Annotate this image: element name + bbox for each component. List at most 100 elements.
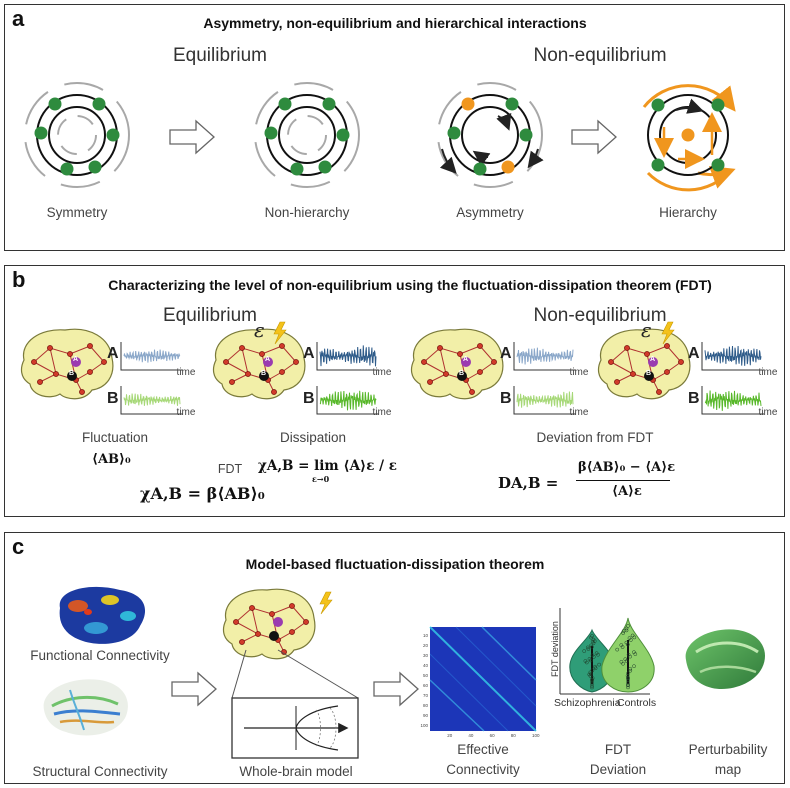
- matrix-ytick-20: 20: [422, 643, 428, 648]
- violin-ylabel: FDT deviation: [550, 621, 560, 677]
- bolt-model: [319, 591, 333, 615]
- matrix-ytick-60: 60: [422, 683, 428, 688]
- violin-point: [597, 662, 601, 667]
- signal-a-neq-fluct: [516, 347, 574, 365]
- violin-point: [590, 677, 594, 682]
- non-equilibrium-heading-a: Non-equilibrium: [533, 45, 667, 66]
- violin-point: [584, 660, 589, 665]
- signal-label-a-1: A: [107, 345, 119, 362]
- signal-a-neq-diss-axis: [701, 342, 764, 371]
- epsilon-eq: ε: [254, 318, 265, 342]
- violin-point: [628, 668, 633, 673]
- violin-point: [590, 685, 594, 690]
- matrix-xtick-60: 60: [489, 733, 495, 738]
- panel-b-label: b: [12, 267, 26, 292]
- matrix-ytick-40: 40: [422, 663, 428, 668]
- signal-label-a-2: A: [303, 345, 315, 362]
- panel-a: [4, 4, 785, 251]
- violin-point: [615, 647, 620, 652]
- violin-point: [621, 631, 626, 635]
- signal-a-neq-diss: [704, 345, 762, 366]
- perturbability-map-brain: [685, 629, 765, 690]
- violin-point: [626, 678, 630, 683]
- violin-point: [582, 649, 587, 653]
- matrix-ytick-30: 30: [422, 653, 428, 658]
- fdt-deviation-label-2: Deviation: [589, 762, 647, 777]
- equilibrium-heading-a: Equilibrium: [173, 45, 267, 66]
- violin-point: [625, 642, 630, 647]
- signal-label-b-4: B: [688, 390, 700, 407]
- deviation-fraction-bar: [576, 480, 670, 481]
- violin-point: [624, 628, 629, 633]
- deviation-label: Deviation from FDT: [536, 430, 654, 445]
- violin-point: [590, 668, 595, 673]
- violin-group-controls: Controls: [617, 697, 657, 709]
- node-a-eq-1: A: [73, 356, 79, 363]
- panel-c-title: Model-based fluctuation-dissipation theo…: [245, 556, 545, 572]
- functional-connectivity-label: Functional Connectivity: [30, 648, 170, 663]
- perturbability-label-2: map: [714, 762, 742, 777]
- node-b-neq-2: B: [646, 370, 652, 377]
- signal-b-eq-fluct-axis: [120, 386, 183, 415]
- time-label-3a: time: [569, 367, 589, 378]
- outline-arrow-a1: [169, 119, 215, 155]
- node-b-neq-1: B: [459, 370, 465, 377]
- violin-point: [596, 652, 600, 657]
- violin-point: [586, 647, 591, 651]
- time-label-1a: time: [176, 367, 196, 378]
- structural-connectivity-label: Structural Connectivity: [32, 764, 168, 779]
- panel-a-label: a: [12, 6, 25, 31]
- matrix-xtick-40: 40: [468, 733, 474, 738]
- dissipation-formula: χA,B = lim ⟨A⟩ε / ε: [258, 458, 397, 474]
- matrix-ytick-100: 100: [420, 723, 428, 728]
- structural-connectivity-brain: [43, 679, 128, 736]
- violin-point: [626, 675, 630, 680]
- caption-symmetry: Symmetry: [46, 205, 108, 220]
- violin-point: [590, 679, 594, 684]
- matrix-xtick-100: 100: [532, 733, 540, 738]
- violin-point: [620, 645, 625, 649]
- asymmetry-diagram: [437, 82, 544, 188]
- whole-brain-model-brain: [222, 588, 316, 660]
- time-label-1b: time: [176, 407, 196, 418]
- signal-b-eq-diss: [319, 390, 377, 411]
- non-hierarchy-diagram: [254, 82, 360, 188]
- violin-point: [626, 671, 631, 676]
- violin-point: [589, 635, 593, 640]
- signal-label-a-3: A: [500, 345, 512, 362]
- violin-point: [588, 674, 593, 678]
- time-label-2b: time: [372, 407, 392, 418]
- equilibrium-heading-b: Equilibrium: [163, 305, 257, 326]
- violin-point: [633, 652, 638, 656]
- signal-b-eq-diss-axis: [316, 386, 379, 415]
- matrix-ytick-70: 70: [422, 693, 428, 698]
- caption-hierarchy: Hierarchy: [659, 205, 717, 220]
- violin-point: [590, 684, 594, 688]
- panel-a-diagrams: [24, 82, 736, 192]
- signal-b-neq-fluct-axis: [513, 386, 576, 415]
- violin-point: [591, 654, 596, 659]
- deviation-denominator: ⟨A⟩ε: [612, 484, 642, 499]
- signal-a-eq-fluct-axis: [120, 342, 183, 371]
- violin-point: [591, 641, 596, 646]
- fdt-deviation-violins: [559, 608, 655, 695]
- signal-label-a-4: A: [688, 345, 700, 362]
- time-label-4a: time: [758, 367, 778, 378]
- violin-point: [624, 659, 629, 663]
- deviation-formula-lhs: DA,B =: [498, 474, 559, 492]
- fdt-deviation-label-1: FDT: [604, 742, 632, 757]
- signal-b-neq-diss-axis: [701, 386, 764, 415]
- violin-point: [588, 658, 593, 663]
- time-label-3b: time: [569, 407, 589, 418]
- hierarchy-diagram: [642, 84, 736, 192]
- panel-c: [4, 532, 785, 784]
- panel-b-diagrams: [20, 321, 764, 415]
- fdt-formula: χA,B = β⟨AB⟩₀: [140, 484, 265, 503]
- node-a-eq-2: A: [265, 356, 271, 363]
- outline-arrow-c1: [171, 671, 217, 707]
- panel-a-title: Asymmetry, non-equilibrium and hierarchi…: [203, 15, 587, 31]
- matrix-xtick-20: 20: [447, 733, 453, 738]
- node-a-neq-1: A: [463, 356, 469, 363]
- node-b-eq-1: B: [69, 370, 75, 377]
